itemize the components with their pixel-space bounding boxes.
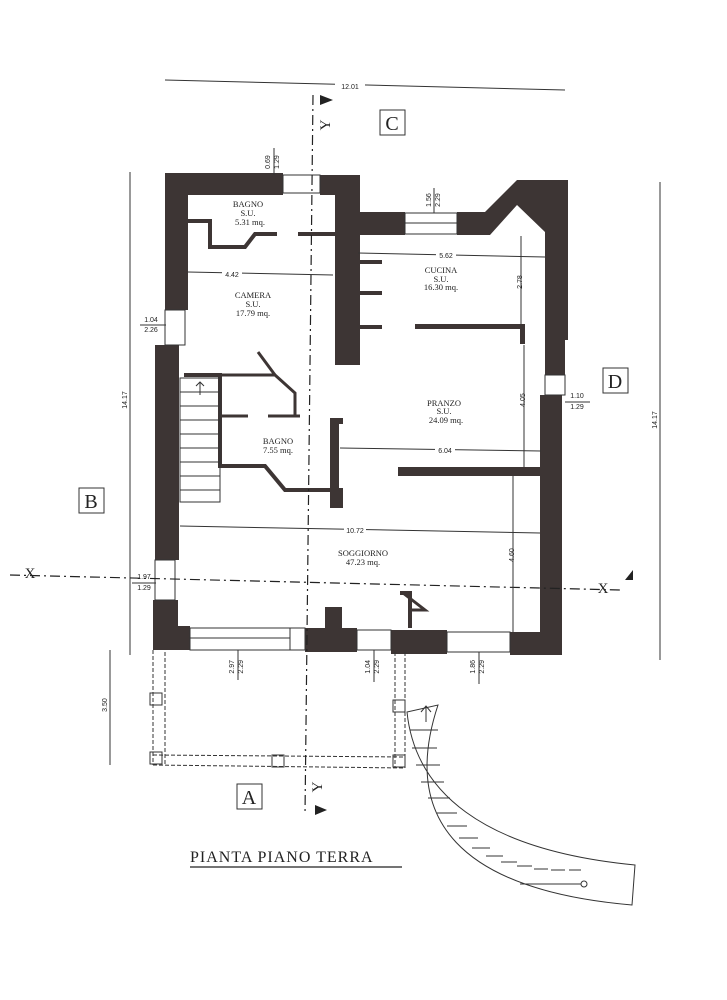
svg-text:CUCINA: CUCINA (425, 265, 458, 275)
plan-title: PIANTA PIANO TERRA (190, 849, 374, 866)
svg-text:24.09 mq.: 24.09 mq. (429, 415, 463, 425)
section-label-c: C (379, 109, 406, 136)
windows (154, 174, 566, 653)
svg-text:S.U.: S.U. (240, 208, 255, 218)
svg-text:2.29: 2.29 (435, 193, 442, 207)
svg-text:CAMERA: CAMERA (235, 290, 272, 300)
dim-overall-width: 12.01 (341, 84, 359, 91)
window-dimensions: 0.69 1.29 1.56 2.29 1.04 2.26 1.10 1.29 … (132, 148, 590, 684)
axis-label-x-right: X (598, 581, 609, 597)
dim-camera-width: 4.42 (225, 272, 239, 279)
room-soggiorno: SOGGIORNO 47.23 mq. (338, 548, 388, 567)
svg-text:1.10: 1.10 (570, 393, 584, 400)
svg-text:S.U.: S.U. (433, 274, 448, 284)
svg-text:C: C (385, 113, 398, 135)
walls (153, 173, 568, 655)
axis-y (304, 94, 314, 816)
svg-text:0.69: 0.69 (265, 155, 272, 169)
svg-text:5.31 mq.: 5.31 mq. (235, 217, 265, 227)
dim-cucina-depth: 2.78 (517, 275, 524, 289)
dim-soggiorno-depth: 4.60 (509, 548, 516, 562)
svg-text:S.U.: S.U. (245, 299, 260, 309)
svg-text:2.26: 2.26 (144, 327, 158, 334)
svg-text:D: D (608, 371, 622, 393)
svg-text:1.56: 1.56 (426, 193, 433, 207)
room-cucina: CUCINA S.U. 16.30 mq. (424, 265, 458, 292)
dim-overall-depth-right: 14.17 (652, 411, 659, 429)
room-bagno-1: BAGNO S.U. 5.31 mq. (233, 199, 265, 227)
svg-text:2.29: 2.29 (374, 660, 381, 674)
svg-text:1.97: 1.97 (137, 574, 151, 581)
dim-portico-depth: 3.50 (102, 698, 109, 712)
dim-cucina-width: 5.62 (439, 253, 453, 260)
svg-text:BAGNO: BAGNO (233, 199, 263, 209)
svg-text:1.04: 1.04 (365, 660, 372, 674)
svg-text:16.30 mq.: 16.30 mq. (424, 282, 458, 292)
axis-label-y-top: Y (318, 119, 334, 130)
svg-text:S.U.: S.U. (436, 406, 451, 416)
external-stair (406, 704, 636, 906)
svg-text:2.97: 2.97 (229, 660, 236, 674)
room-bagno-2: BAGNO 7.55 mq. (263, 436, 293, 455)
svg-text:1.29: 1.29 (274, 155, 281, 169)
svg-text:1.04: 1.04 (144, 317, 158, 324)
svg-text:7.55 mq.: 7.55 mq. (263, 445, 293, 455)
dim-overall-depth-left: 14.17 (122, 391, 129, 409)
portico (149, 650, 406, 769)
section-label-a: A (236, 783, 263, 810)
svg-text:SOGGIORNO: SOGGIORNO (338, 548, 388, 558)
dim-soggiorno-width: 10.72 (346, 528, 364, 535)
svg-text:17.79 mq.: 17.79 mq. (236, 308, 270, 318)
room-camera: CAMERA S.U. 17.79 mq. (235, 290, 272, 318)
section-label-d: D (602, 367, 629, 394)
svg-text:47.23 mq.: 47.23 mq. (346, 557, 380, 567)
svg-text:2.29: 2.29 (479, 660, 486, 674)
section-label-b: B (78, 487, 105, 514)
svg-text:BAGNO: BAGNO (263, 436, 293, 446)
axis-label-x-left: X (25, 566, 36, 582)
axis-label-y-bottom: Y (310, 781, 326, 792)
svg-text:2.29: 2.29 (238, 660, 245, 674)
svg-text:PRANZO: PRANZO (427, 398, 461, 408)
svg-text:B: B (84, 491, 97, 513)
svg-text:A: A (242, 787, 257, 809)
room-pranzo: PRANZO S.U. 24.09 mq. (427, 398, 463, 425)
svg-text:1.29: 1.29 (137, 585, 151, 592)
svg-text:1.86: 1.86 (470, 660, 477, 674)
dim-pranzo-depth: 4.05 (520, 393, 527, 407)
axis-x (9, 574, 621, 591)
dim-pranzo-width: 6.04 (438, 448, 452, 455)
svg-text:1.29: 1.29 (570, 404, 584, 411)
